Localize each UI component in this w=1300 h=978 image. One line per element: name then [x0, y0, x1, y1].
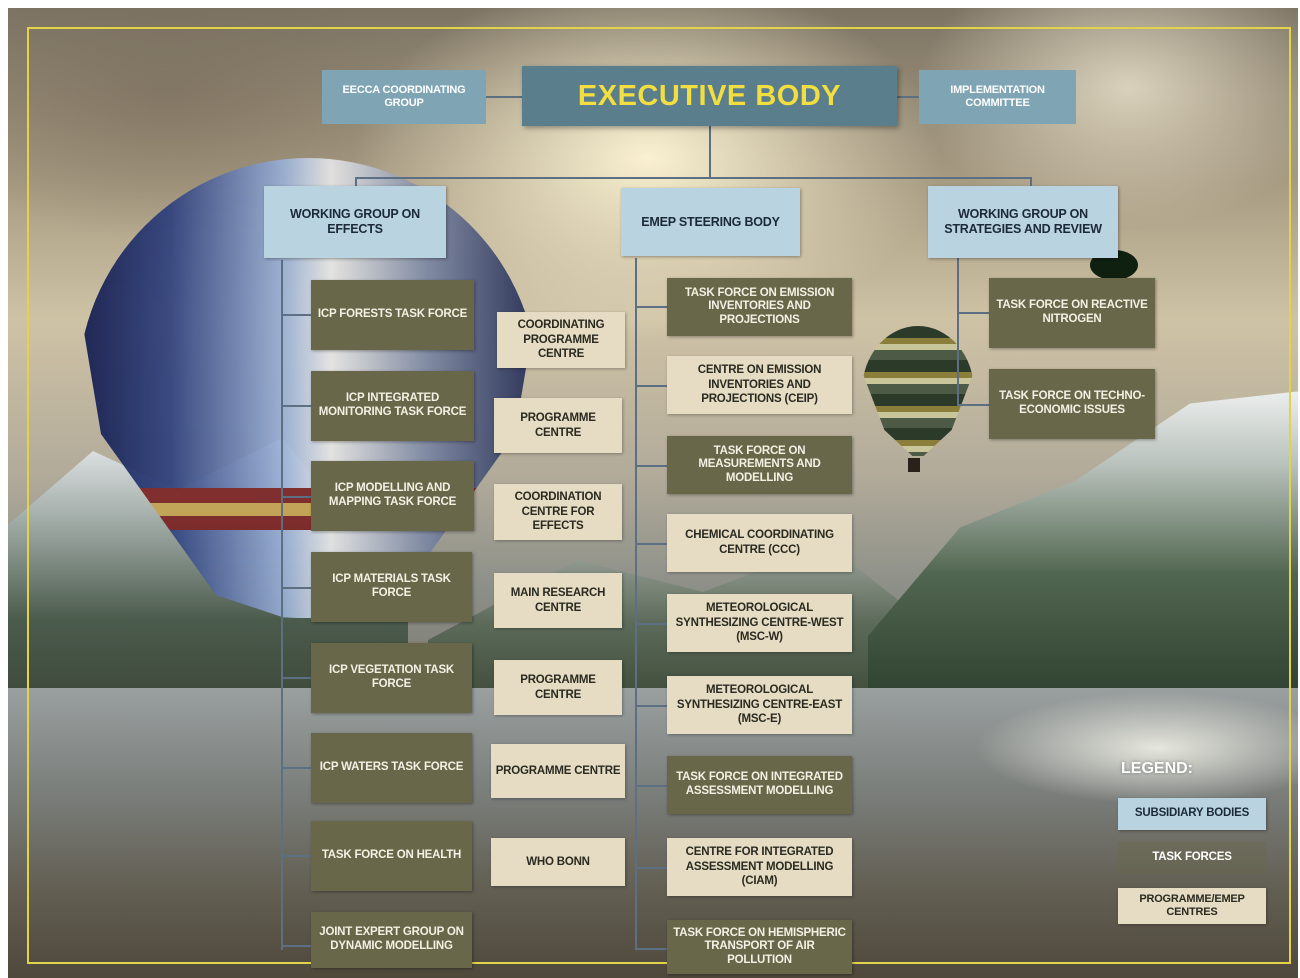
task-force-emission-inventories: TASK FORCE ON EMISSION INVENTORIES AND P… [667, 278, 852, 336]
task-force-hemispheric-transport: TASK FORCE ON HEMISPHERIC TRANSPORT OF A… [667, 920, 852, 974]
centre-main-research: MAIN RESEARCH CENTRE [494, 573, 622, 628]
emep-steering-body: EMEP STEERING BODY [621, 188, 800, 256]
task-force-icp-integrated-monitoring: ICP INTEGRATED MONITORING TASK FORCE [311, 371, 474, 441]
centre-who-bonn: WHO BONN [491, 838, 625, 886]
joint-expert-group-dynamic-modelling: JOINT EXPERT GROUP ON DYNAMIC MODELLING [311, 912, 472, 968]
branch [637, 385, 667, 387]
task-force-measurements-and-modelling: TASK FORCE ON MEASUREMENTS AND MODELLING [667, 436, 852, 494]
branch [637, 705, 667, 707]
task-force-on-health: TASK FORCE ON HEALTH [311, 821, 472, 891]
branch [637, 948, 667, 950]
task-force-icp-vegetation: ICP VEGETATION TASK FORCE [311, 643, 472, 713]
task-force-integrated-assessment-modelling: TASK FORCE ON INTEGRATED ASSESSMENT MODE… [667, 756, 852, 814]
branch [637, 543, 667, 545]
connector-wgsr [1030, 177, 1032, 186]
centre-ccc: CHEMICAL COORDINATING CENTRE (CCC) [667, 514, 852, 572]
centre-programme: PROGRAMME CENTRE [494, 398, 622, 453]
centre-programme: PROGRAMME CENTRE [491, 744, 625, 798]
branch [283, 767, 311, 769]
branch [637, 867, 667, 869]
task-force-reactive-nitrogen: TASK FORCE ON REACTIVE NITROGEN [989, 278, 1155, 348]
task-force-icp-forests: ICP FORESTS TASK FORCE [311, 280, 474, 350]
branch [959, 312, 989, 314]
connector-wge [355, 177, 357, 186]
executive-body: EXECUTIVE BODY [522, 66, 897, 126]
centre-ceip: CENTRE ON EMISSION INVENTORIES AND PROJE… [667, 356, 852, 414]
connector-horizontal-top [355, 177, 1032, 179]
centre-ciam: CENTRE FOR INTEGRATED ASSESSMENT MODELLI… [667, 838, 852, 896]
branch [283, 405, 311, 407]
legend-task-forces: TASK FORCES [1118, 842, 1266, 874]
branch [283, 945, 311, 947]
connector-wge-trunk [281, 260, 283, 950]
balloon-basket [908, 458, 920, 472]
branch [283, 587, 311, 589]
connector-wgsr-trunk [957, 258, 959, 406]
eecca-coordinating-group: EECCA COORDINATING GROUP [322, 70, 486, 124]
legend-programme-emep-centres: PROGRAMME/EMEP CENTRES [1118, 888, 1266, 924]
connector-implementation [897, 96, 919, 98]
centre-programme: PROGRAMME CENTRE [494, 660, 622, 715]
branch [283, 677, 311, 679]
branch [283, 496, 311, 498]
connector-exec-down [709, 126, 711, 178]
branch [637, 306, 667, 308]
centre-msc-w: METEOROLOGICAL SYNTHESIZING CENTRE-WEST … [667, 594, 852, 652]
task-force-icp-modelling-and-mapping: ICP MODELLING AND MAPPING TASK FORCE [311, 461, 474, 531]
branch [283, 855, 311, 857]
legend-subsidiary-bodies: SUBSIDIARY BODIES [1118, 798, 1266, 830]
branch [637, 785, 667, 787]
working-group-on-strategies-and-review: WORKING GROUP ON STRATEGIES AND REVIEW [928, 186, 1118, 258]
working-group-on-effects: WORKING GROUP ON EFFECTS [264, 186, 446, 258]
centre-coordination-for-effects: COORDINATION CENTRE FOR EFFECTS [494, 484, 622, 540]
task-force-icp-materials: ICP MATERIALS TASK FORCE [311, 552, 472, 622]
task-force-icp-waters: ICP WATERS TASK FORCE [311, 733, 472, 803]
lake [8, 688, 1298, 978]
centre-coordinating-programme: COORDINATING PROGRAMME CENTRE [497, 312, 625, 368]
centre-msc-e: METEOROLOGICAL SYNTHESIZING CENTRE-EAST … [667, 676, 852, 734]
branch [959, 404, 989, 406]
branch [283, 314, 311, 316]
legend-title: LEGEND: [1121, 760, 1193, 777]
connector-emep-trunk [635, 258, 637, 950]
implementation-committee: IMPLEMENTATION COMMITTEE [919, 70, 1076, 124]
task-force-techno-economic-issues: TASK FORCE ON TECHNO-ECONOMIC ISSUES [989, 369, 1155, 439]
branch [637, 623, 667, 625]
connector-eecca [486, 96, 522, 98]
branch [637, 465, 667, 467]
